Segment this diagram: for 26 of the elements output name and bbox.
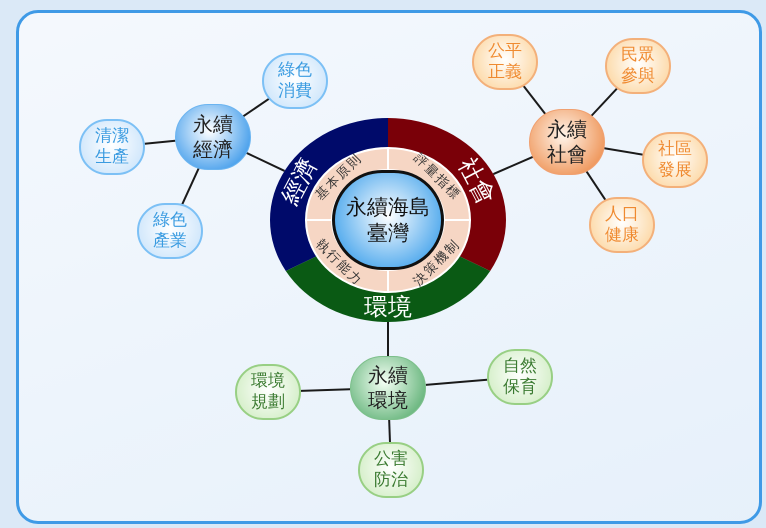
- bubble-label: 永續社會: [546, 117, 588, 167]
- bubble-label: 自然保育: [502, 356, 538, 398]
- connector-line: [246, 152, 285, 172]
- bubble-label: 人口健康: [604, 204, 640, 246]
- connector-line: [300, 388, 350, 392]
- bubble-label: 公害防治: [373, 448, 409, 492]
- connector-line: [604, 147, 643, 156]
- bubble-label: 永續經濟: [192, 112, 234, 162]
- bubble-label: 永續環境: [367, 363, 409, 413]
- bubble-label: 清潔生產: [94, 126, 130, 168]
- connector-line: [492, 156, 534, 175]
- connector-line: [388, 420, 391, 442]
- connector-line: [144, 140, 176, 145]
- pillar-label: 環境: [364, 295, 412, 319]
- connector-line: [522, 84, 547, 116]
- connector-line: [590, 87, 618, 118]
- bubble-label: 綠色產業: [152, 210, 188, 252]
- connector-line: [387, 322, 389, 356]
- bubble-label: 社區發展: [657, 138, 693, 182]
- connector-line: [242, 98, 270, 118]
- bubble-label: 公平正義: [487, 40, 523, 84]
- connector-line: [181, 167, 200, 206]
- bubble-label: 綠色消費: [277, 60, 313, 102]
- connector-line: [426, 378, 488, 386]
- bubble-label: 民眾參與: [620, 44, 656, 88]
- bubble-label: 環境規劃: [250, 370, 286, 414]
